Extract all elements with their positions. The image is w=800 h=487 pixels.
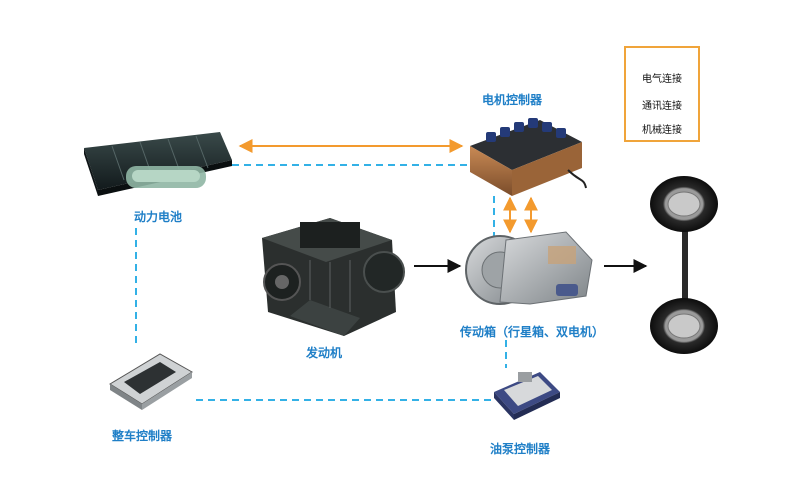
comm-lines [135, 164, 507, 401]
electric-lines [238, 139, 538, 234]
oil-pump-controller-image [494, 372, 560, 420]
axle-wheels-image [650, 176, 718, 354]
motor-controller-image [470, 118, 587, 196]
label-oil-pump-controller: 油泵控制器 [490, 442, 551, 456]
battery-pack-image [84, 132, 232, 196]
vehicle-controller-image [109, 353, 193, 410]
label-motor-controller: 电机控制器 [482, 93, 543, 107]
legend-comm-label: 通讯连接 [642, 101, 682, 112]
label-vehicle-controller: 整车控制器 [112, 429, 173, 443]
legend-electric-label: 电气连接 [642, 74, 682, 85]
label-transmission: 传动箱（行星箱、双电机） [460, 325, 605, 339]
legend-mech-label: 机械连接 [642, 125, 682, 136]
label-battery: 动力电池 [134, 210, 183, 224]
transmission-image [465, 231, 593, 305]
engine-image [262, 218, 405, 336]
label-engine: 发动机 [306, 346, 343, 360]
legend-box [624, 46, 700, 142]
